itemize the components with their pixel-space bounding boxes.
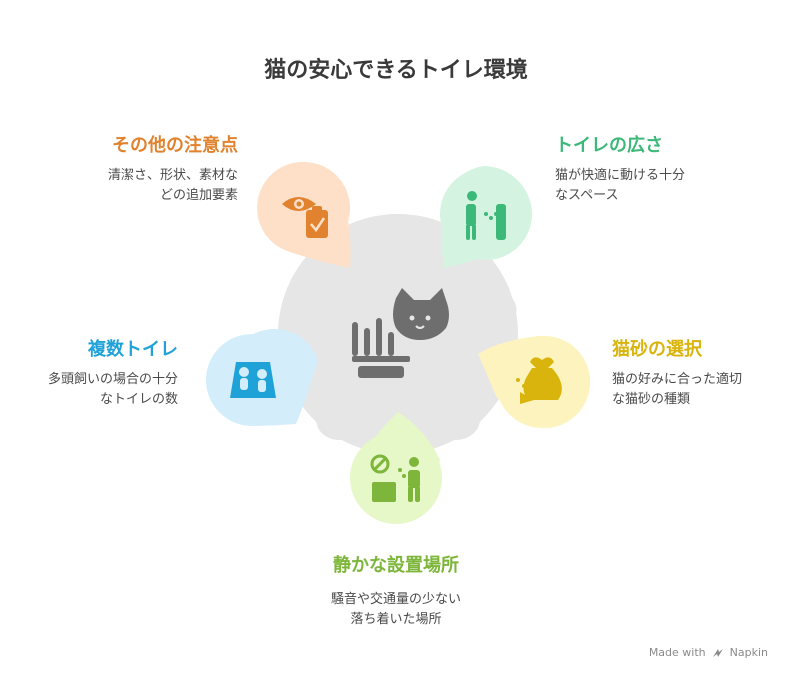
label-place: 静かな設置場所 騒音や交通量の少ない 落ち着いた場所 <box>296 554 496 630</box>
made-with-text: Made with <box>648 646 706 659</box>
eye-clipboard-icon <box>282 197 328 238</box>
label-place-desc: 騒音や交通量の少ない 落ち着いた場所 <box>330 592 461 627</box>
person-walking-icon <box>466 191 506 240</box>
label-litter-desc: 猫の好みに合った適切 な猫砂の種類 <box>612 372 743 407</box>
node-count <box>206 328 318 426</box>
cat-litter-box-icon <box>352 288 449 378</box>
node-litter <box>478 335 591 428</box>
label-count-title: 複数トイレ <box>88 339 178 360</box>
quiet-place-icon <box>370 454 420 502</box>
label-count-desc: 多頭飼いの場合の十分 なトイレの数 <box>47 372 178 407</box>
node-other <box>257 162 351 268</box>
label-other-desc: 清潔さ、形状、素材な どの追加要素 <box>107 168 238 203</box>
label-size-title: トイレの広さ <box>555 135 663 156</box>
label-size: トイレの広さ 猫が快適に動ける十分 なスペース <box>555 134 755 206</box>
center-pentagon-fill <box>278 214 518 454</box>
label-place-title: 静かな設置場所 <box>333 555 459 576</box>
label-other-title: その他の注意点 <box>112 135 238 156</box>
label-count: 複数トイレ 多頭飼いの場合の十分 なトイレの数 <box>20 338 178 410</box>
label-size-desc: 猫が快適に動ける十分 なスペース <box>555 168 686 203</box>
napkin-brand: Napkin <box>729 646 768 659</box>
label-litter: 猫砂の選択 猫の好みに合った適切 な猫砂の種類 <box>612 338 782 410</box>
made-with-napkin: Made with Napkin <box>649 646 768 659</box>
napkin-logo-icon <box>712 648 723 657</box>
people-group-icon <box>230 362 276 398</box>
node-place <box>350 412 442 524</box>
sand-bag-icon <box>516 357 562 404</box>
page-title: 猫の安心できるトイレ環境 <box>264 58 528 83</box>
label-other: その他の注意点 清潔さ、形状、素材な どの追加要素 <box>40 134 238 206</box>
label-litter-title: 猫砂の選択 <box>612 339 702 360</box>
node-size <box>440 166 532 268</box>
